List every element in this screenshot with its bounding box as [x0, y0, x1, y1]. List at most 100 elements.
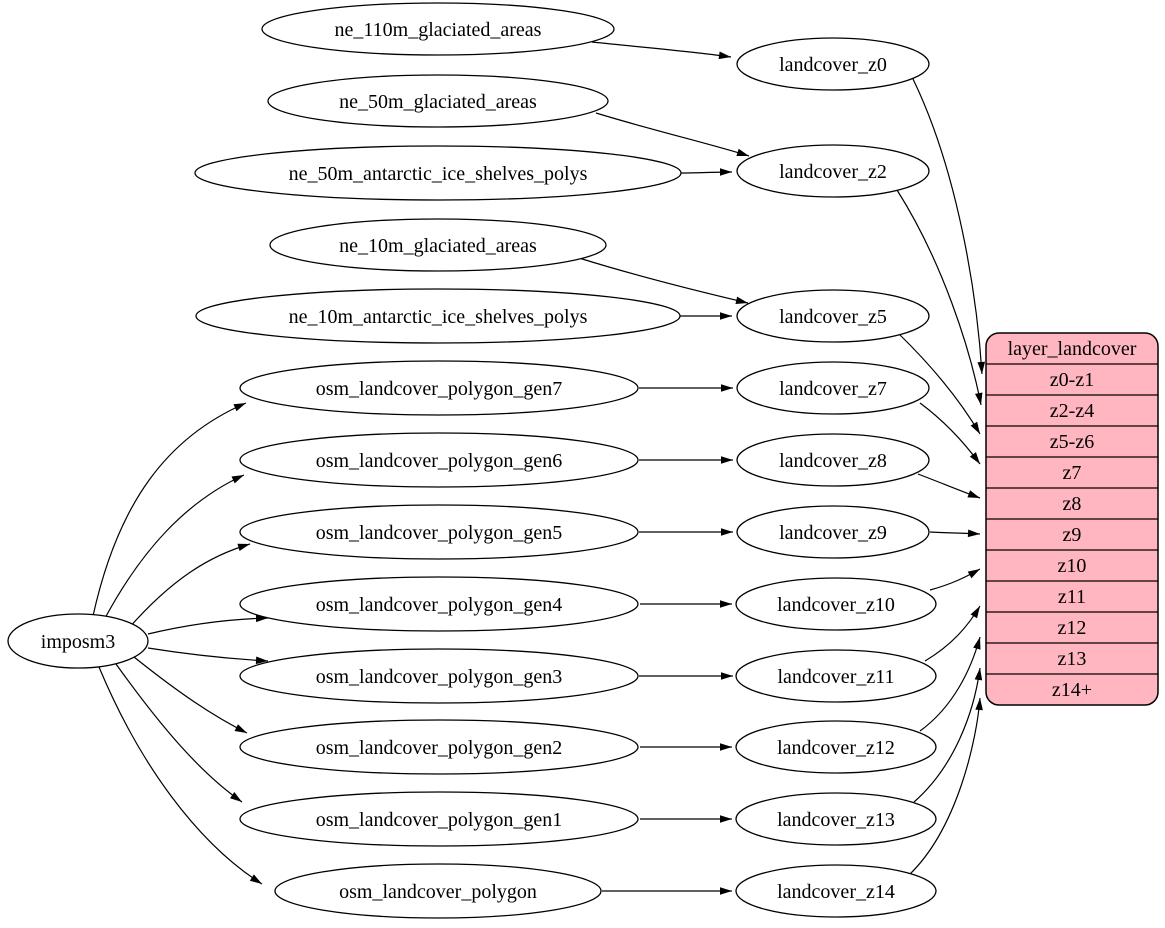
osm_landcover_polygon_gen3-label: osm_landcover_polygon_gen3 — [316, 666, 563, 688]
layer_landcover-title: layer_landcover — [1008, 338, 1137, 360]
edge-imposm3-osm_landcover_polygon_gen1 — [115, 663, 243, 803]
node-imposm3: imposm3 — [7, 613, 149, 669]
node-landcover_z8: landcover_z8 — [736, 433, 930, 487]
table-row-z13: z13 — [1058, 648, 1087, 670]
landcover_z14-ellipse — [735, 864, 937, 918]
node-landcover_z12: landcover_z12 — [735, 720, 937, 774]
landcover_z11-label: landcover_z11 — [778, 666, 895, 688]
node-ne_110m_glaciated_areas: ne_110m_glaciated_areas — [261, 2, 615, 56]
ne_50m_antarctic_ice_shelves_polys-label: ne_50m_antarctic_ice_shelves_polys — [289, 163, 588, 185]
osm_landcover_polygon_gen4-ellipse — [239, 576, 639, 632]
node-landcover_z10: landcover_z10 — [735, 577, 937, 631]
landcover_z9-label: landcover_z9 — [779, 522, 887, 544]
table-row-z12: z12 — [1058, 617, 1087, 639]
table-row-z8: z8 — [1063, 493, 1082, 515]
node-osm_landcover_polygon_gen3: osm_landcover_polygon_gen3 — [239, 648, 639, 704]
edge-landcover_z2-row-z2-z4 — [896, 189, 983, 406]
osm_landcover_polygon_gen7-ellipse — [239, 360, 639, 416]
node-osm_landcover_polygon: osm_landcover_polygon — [274, 863, 602, 919]
edge-ne_50m_glaciated_areas-landcover_z2 — [595, 112, 750, 157]
ne_50m_glaciated_areas-label: ne_50m_glaciated_areas — [339, 91, 537, 113]
node-landcover_z9: landcover_z9 — [736, 505, 930, 559]
landcover_z5-ellipse — [736, 289, 930, 343]
table-row-z2-z4: z2-z4 — [1050, 400, 1094, 422]
landcover_z9-ellipse — [736, 505, 930, 559]
osm_landcover_polygon_gen5-ellipse — [239, 504, 639, 560]
table-row-z10: z10 — [1058, 555, 1087, 577]
ne_50m_antarctic_ice_shelves_polys-ellipse — [194, 145, 682, 201]
landcover_z7-label: landcover_z7 — [779, 378, 887, 400]
ne_10m_antarctic_ice_shelves_polys-ellipse — [195, 288, 681, 344]
ne_10m_glaciated_areas-ellipse — [269, 218, 607, 272]
ne_10m_antarctic_ice_shelves_polys-label: ne_10m_antarctic_ice_shelves_polys — [289, 306, 588, 328]
node-landcover_z2: landcover_z2 — [736, 144, 930, 198]
osm_landcover_polygon_gen6-ellipse — [239, 432, 639, 488]
table-row-z0-z1: z0-z1 — [1050, 369, 1094, 391]
edge-landcover_z8-row-z8 — [917, 473, 981, 499]
edge-imposm3-osm_landcover_polygon_gen4 — [147, 614, 269, 635]
table-row-z7: z7 — [1063, 462, 1082, 484]
edge-landcover_z12-row-z12 — [919, 636, 981, 732]
node-osm_landcover_polygon_gen6: osm_landcover_polygon_gen6 — [239, 432, 639, 488]
landcover_z2-label: landcover_z2 — [779, 161, 887, 183]
landcover_z12-label: landcover_z12 — [777, 737, 895, 759]
table-row-z11: z11 — [1058, 586, 1086, 608]
edge-landcover_z9-row-z9 — [929, 529, 981, 538]
landcover_z14-label: landcover_z14 — [777, 881, 895, 903]
table-row-z14plus: z14+ — [1052, 679, 1092, 701]
node-osm_landcover_polygon_gen2: osm_landcover_polygon_gen2 — [239, 719, 639, 775]
osm_landcover_polygon_gen3-ellipse — [239, 648, 639, 704]
node-osm_landcover_polygon_gen5: osm_landcover_polygon_gen5 — [239, 504, 639, 560]
node-landcover_z13: landcover_z13 — [735, 792, 937, 846]
imposm3-ellipse — [7, 613, 149, 669]
table-row-z9: z9 — [1063, 524, 1082, 546]
edge-landcover_z13-row-z13 — [913, 667, 983, 803]
node-ne_10m_glaciated_areas: ne_10m_glaciated_areas — [269, 218, 607, 272]
node-landcover_z7: landcover_z7 — [736, 361, 930, 415]
node-osm_landcover_polygon_gen1: osm_landcover_polygon_gen1 — [239, 791, 639, 847]
node-landcover_z11: landcover_z11 — [735, 649, 937, 703]
edge-imposm3-osm_landcover_polygon_gen6 — [103, 474, 245, 621]
edge-ne_10m_glaciated_areas-landcover_z5 — [578, 257, 749, 304]
edge-imposm3-osm_landcover_polygon_gen7 — [92, 402, 247, 617]
ne_10m_glaciated_areas-label: ne_10m_glaciated_areas — [339, 235, 537, 257]
node-ne_50m_antarctic_ice_shelves_polys: ne_50m_antarctic_ice_shelves_polys — [194, 145, 682, 201]
landcover_z10-label: landcover_z10 — [777, 594, 895, 616]
node-osm_landcover_polygon_gen4: osm_landcover_polygon_gen4 — [239, 576, 639, 632]
osm_landcover_polygon_gen7-label: osm_landcover_polygon_gen7 — [316, 378, 563, 400]
landcover_z0-ellipse — [736, 37, 930, 91]
osm_landcover_polygon-label: osm_landcover_polygon — [339, 881, 537, 903]
ne_50m_glaciated_areas-ellipse — [267, 74, 609, 128]
ne_110m_glaciated_areas-label: ne_110m_glaciated_areas — [335, 19, 542, 41]
osm_landcover_polygon_gen6-label: osm_landcover_polygon_gen6 — [316, 450, 563, 472]
edge-landcover_z14-row-z14plus — [908, 697, 983, 876]
landcover_z11-ellipse — [735, 649, 937, 703]
imposm3-label: imposm3 — [41, 631, 115, 653]
node-layer_landcover-table: layer_landcover z0-z1 z2-z4 z5-z6 z7 z8 … — [985, 332, 1159, 706]
edge-landcover_z5-row-z5-z6 — [898, 333, 981, 435]
node-landcover_z14: landcover_z14 — [735, 864, 937, 918]
edge-landcover_z11-row-z11 — [924, 605, 981, 662]
landcover_z5-label: landcover_z5 — [779, 306, 887, 328]
landcover_z2-ellipse — [736, 144, 930, 198]
node-osm_landcover_polygon_gen7: osm_landcover_polygon_gen7 — [239, 360, 639, 416]
osm_landcover_polygon_gen1-ellipse — [239, 791, 639, 847]
landcover_z12-ellipse — [735, 720, 937, 774]
osm_landcover_polygon_gen2-label: osm_landcover_polygon_gen2 — [316, 737, 563, 759]
landcover_z7-ellipse — [736, 361, 930, 415]
landcover_z8-ellipse — [736, 433, 930, 487]
landcover_z13-ellipse — [735, 792, 937, 846]
node-landcover_z0: landcover_z0 — [736, 37, 930, 91]
node-ne_10m_antarctic_ice_shelves_polys: ne_10m_antarctic_ice_shelves_polys — [195, 288, 681, 344]
osm_landcover_polygon_gen5-label: osm_landcover_polygon_gen5 — [316, 522, 563, 544]
osm_landcover_polygon_gen2-ellipse — [239, 719, 639, 775]
node-ne_50m_glaciated_areas: ne_50m_glaciated_areas — [267, 74, 609, 128]
table-row-z5-z6: z5-z6 — [1050, 431, 1094, 453]
edge-imposm3-osm_landcover_polygon_gen2 — [133, 656, 248, 734]
edge-landcover_z0-row-z0-z1 — [912, 78, 986, 375]
landcover_z10-ellipse — [735, 577, 937, 631]
landcover_z8-label: landcover_z8 — [779, 450, 887, 472]
edge-landcover_z7-row-z7 — [919, 402, 981, 465]
